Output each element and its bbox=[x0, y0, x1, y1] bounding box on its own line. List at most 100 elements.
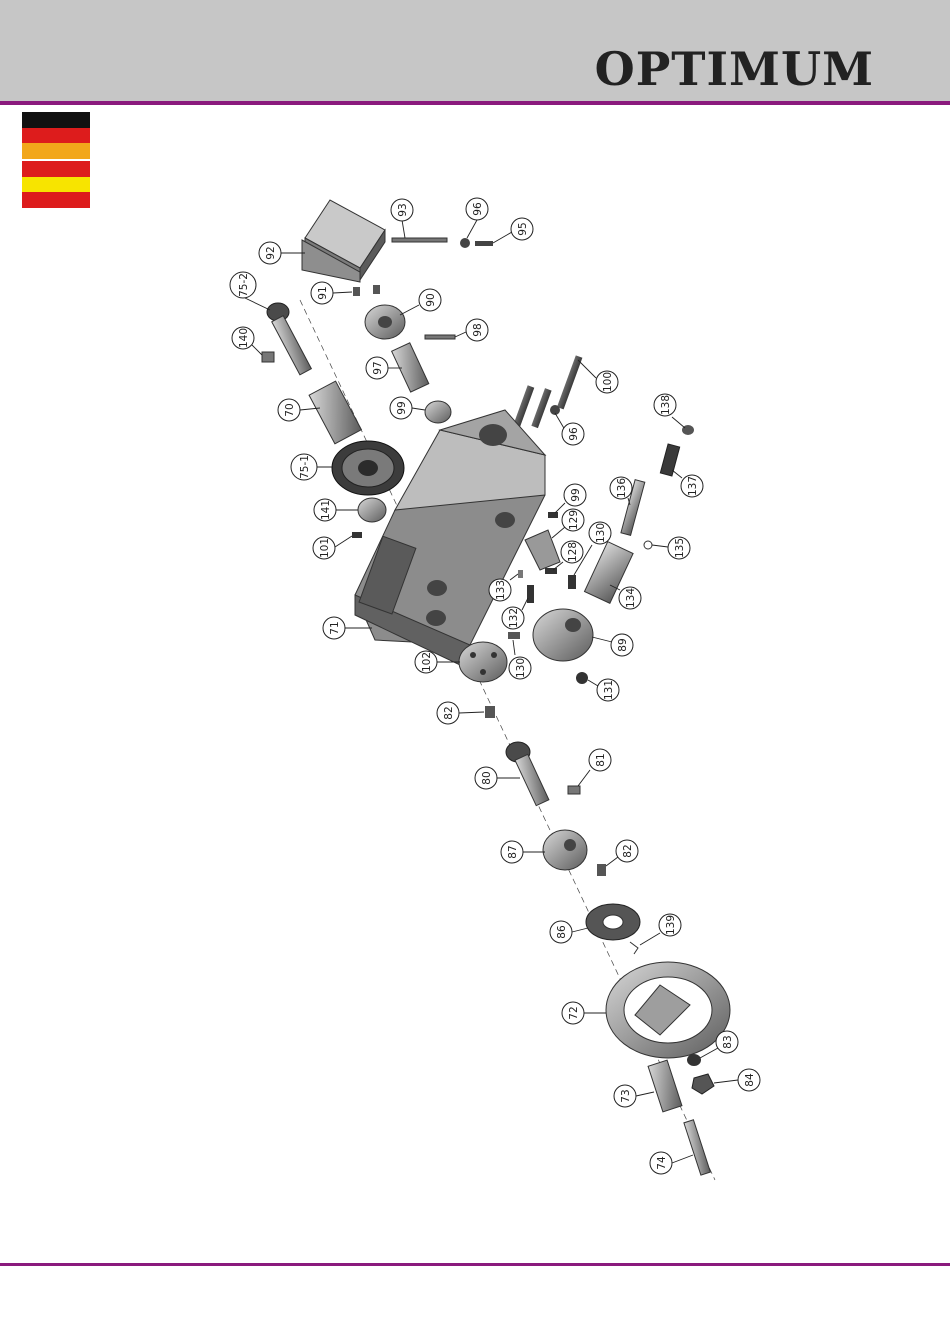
part-number: 83 bbox=[722, 1035, 734, 1048]
part-81-key bbox=[568, 786, 580, 794]
part-89-knob bbox=[533, 609, 593, 661]
callout-99-2: 99 bbox=[555, 484, 586, 513]
callout-130-2: 130 bbox=[509, 640, 531, 679]
callout-131: 131 bbox=[588, 679, 619, 701]
part-number: 139 bbox=[665, 915, 677, 935]
part-133-ball bbox=[518, 570, 523, 578]
callout-136: 136 bbox=[610, 477, 632, 505]
part-number: 97 bbox=[372, 361, 384, 374]
part-number: 90 bbox=[425, 293, 437, 306]
part-number: 136 bbox=[616, 478, 628, 498]
part-90-bushing bbox=[365, 305, 405, 339]
part-101-screw bbox=[352, 532, 362, 538]
callout-75-1: 75-1 bbox=[291, 454, 333, 480]
part-number: 140 bbox=[238, 328, 250, 348]
part-141-bushing bbox=[358, 498, 386, 522]
part-number: 93 bbox=[397, 203, 409, 216]
callout-95: 95 bbox=[493, 218, 533, 243]
callout-90: 90 bbox=[400, 289, 441, 315]
callout-141: 141 bbox=[314, 499, 358, 521]
callout-86: 86 bbox=[550, 921, 588, 943]
callout-99: 99 bbox=[390, 397, 425, 419]
callout-96-2: 96 bbox=[555, 413, 584, 445]
callout-132: 132 bbox=[502, 598, 528, 629]
callout-87: 87 bbox=[501, 841, 545, 863]
callout-139: 139 bbox=[640, 914, 681, 945]
part-99-bushing bbox=[425, 401, 451, 423]
callout-82: 82 bbox=[437, 702, 484, 724]
part-number: 130 bbox=[595, 523, 607, 543]
part-93-pin bbox=[392, 238, 447, 242]
part-number: 73 bbox=[620, 1089, 632, 1102]
part-number: 101 bbox=[319, 538, 331, 558]
part-number: 86 bbox=[556, 925, 568, 939]
part-97-sleeve bbox=[392, 343, 429, 392]
part-number: 137 bbox=[687, 476, 699, 496]
part-75-2-pinion-shaft bbox=[267, 303, 311, 375]
callout-140: 140 bbox=[232, 327, 262, 355]
part-number: 74 bbox=[656, 1156, 668, 1170]
part-73-handle bbox=[648, 1060, 682, 1112]
callout-135: 135 bbox=[652, 537, 690, 559]
part-number: 99 bbox=[396, 401, 408, 414]
part-number: 70 bbox=[284, 403, 296, 416]
part-91-pin bbox=[353, 287, 360, 296]
part-number: 91 bbox=[317, 286, 329, 299]
part-number: 84 bbox=[744, 1073, 756, 1087]
footer-accent-rule bbox=[0, 1263, 950, 1266]
part-137-spring bbox=[660, 444, 679, 476]
part-number: 128 bbox=[567, 542, 579, 562]
part-75-1-gear bbox=[332, 441, 404, 495]
part-84-nut bbox=[692, 1074, 714, 1094]
part-135-ring bbox=[644, 541, 652, 549]
part-number: 71 bbox=[329, 621, 341, 634]
part-number: 102 bbox=[421, 652, 433, 672]
part-92-clamp-block bbox=[302, 200, 385, 282]
callout-93: 93 bbox=[391, 199, 413, 238]
callout-89: 89 bbox=[592, 634, 633, 656]
part-number: 82 bbox=[622, 844, 634, 857]
callout-81: 81 bbox=[578, 749, 611, 786]
part-number: 75-1 bbox=[299, 455, 311, 479]
part-number: 99 bbox=[570, 488, 582, 501]
part-87-flange bbox=[543, 830, 587, 870]
part-80-pinion-shaft bbox=[506, 742, 549, 806]
part-number: 100 bbox=[602, 372, 614, 392]
part-100-screw bbox=[557, 355, 582, 409]
part-number: 82 bbox=[443, 706, 455, 719]
part-82-screw-2 bbox=[597, 864, 606, 876]
callout-98: 98 bbox=[455, 319, 488, 341]
part-70-sleeve bbox=[309, 381, 361, 444]
part-number: 130 bbox=[515, 658, 527, 678]
callout-72: 72 bbox=[562, 1002, 606, 1024]
part-82-screw bbox=[485, 706, 495, 718]
part-number: 92 bbox=[265, 246, 277, 259]
part-95-screw bbox=[475, 241, 493, 246]
callout-75-2: 75-2 bbox=[230, 272, 270, 310]
part-140-key bbox=[262, 352, 274, 362]
part-number: 89 bbox=[617, 638, 629, 651]
part-98-pin bbox=[425, 335, 455, 339]
callout-82-2: 82 bbox=[606, 840, 638, 866]
part-131-ball bbox=[576, 672, 588, 684]
part-72-handwheel bbox=[606, 962, 730, 1058]
part-128-screw bbox=[545, 568, 557, 574]
part-number: 81 bbox=[595, 753, 607, 766]
part-number: 132 bbox=[508, 608, 520, 628]
part-number: 96 bbox=[568, 427, 580, 441]
part-number: 98 bbox=[472, 323, 484, 336]
callout-73: 73 bbox=[614, 1085, 654, 1107]
callout-100: 100 bbox=[578, 360, 618, 393]
part-number: 87 bbox=[507, 845, 519, 858]
part-number: 135 bbox=[674, 538, 686, 558]
part-130-pin bbox=[568, 575, 576, 589]
part-139-spring bbox=[630, 942, 638, 954]
part-96-nut bbox=[460, 238, 470, 248]
callout-71: 71 bbox=[323, 617, 372, 639]
part-number: 75-2 bbox=[238, 273, 250, 297]
part-number: 72 bbox=[568, 1006, 580, 1019]
callout-84: 84 bbox=[714, 1069, 760, 1091]
callout-138: 138 bbox=[654, 394, 685, 428]
callout-137: 137 bbox=[672, 470, 703, 497]
